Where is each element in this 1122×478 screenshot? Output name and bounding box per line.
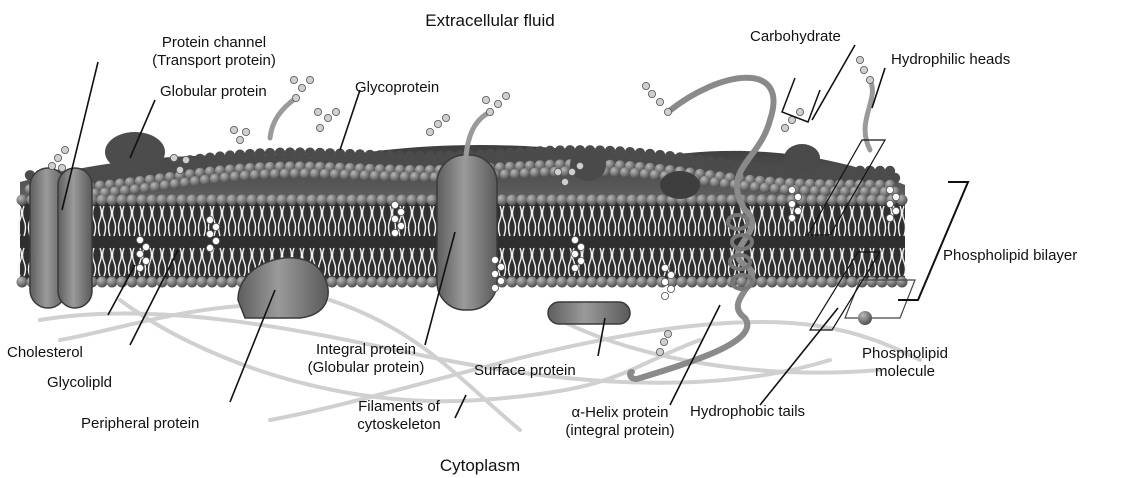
alpha-helix-line-2: (integral protein) <box>540 422 700 440</box>
integral-protein-line-2: (Globular protein) <box>296 359 436 377</box>
phospholipid-molecule-label: Phospholipid molecule <box>850 345 960 381</box>
extracellular-fluid-label: Extracellular fluid <box>400 12 580 30</box>
hydrophobic-tails-label: Hydrophobic tails <box>690 403 805 421</box>
phospholipid-bilayer-label: Phospholipid bilayer <box>943 247 1077 265</box>
peripheral-protein-label: Peripheral protein <box>81 415 199 433</box>
cytoplasm-label: Cytoplasm <box>420 457 540 475</box>
protein-channel-label: Protein channel (Transport protein) <box>124 34 304 70</box>
integral-protein-line-1: Integral protein <box>296 341 436 359</box>
filaments-line-1: Filaments of <box>344 398 454 416</box>
phospholipid-molecule-line-1: Phospholipid <box>850 345 960 363</box>
alpha-helix-line-1: α-Helix protein <box>540 404 700 422</box>
integral-protein-label: Integral protein (Globular protein) <box>296 341 436 377</box>
alpha-helix-label: α-Helix protein (integral protein) <box>540 404 700 440</box>
surface-protein-shape <box>548 302 630 324</box>
protein-channel-line-1: Protein channel <box>124 34 304 52</box>
globular-bump-3 <box>660 171 700 199</box>
filaments-label: Filaments of cytoskeleton <box>344 398 454 434</box>
glycolipid-label: Glycolipld <box>47 374 112 392</box>
globular-protein-shape <box>105 132 165 172</box>
integral-protein-shape <box>437 155 497 310</box>
glycoprotein-label: Glycoprotein <box>355 79 439 97</box>
protein-channel <box>30 168 92 308</box>
filaments-line-2: cytoskeleton <box>344 416 454 434</box>
globular-protein-label: Globular protein <box>160 83 267 101</box>
hydrophilic-heads-label: Hydrophilic heads <box>891 51 1010 69</box>
protein-channel-line-2: (Transport protein) <box>124 52 304 70</box>
globular-bump-1 <box>570 149 606 181</box>
phospholipid-molecule-line-2: molecule <box>850 363 960 381</box>
bilayer-bracket <box>898 182 968 300</box>
phospholipid-molecule-head <box>858 311 872 325</box>
cholesterol-label: Cholesterol <box>7 344 83 362</box>
surface-protein-label: Surface protein <box>474 362 576 380</box>
globular-bump-2 <box>784 144 820 172</box>
carbohydrate-label: Carbohydrate <box>750 28 841 46</box>
